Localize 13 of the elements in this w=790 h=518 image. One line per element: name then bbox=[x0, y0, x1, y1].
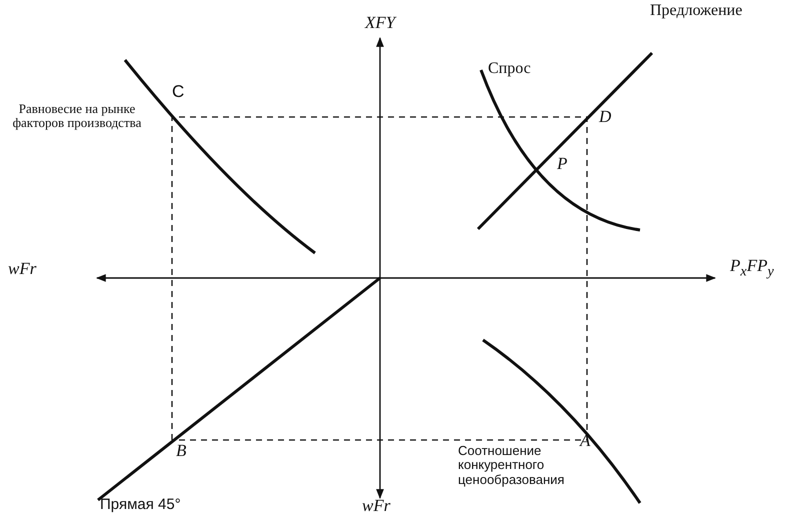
axis-label: wFr bbox=[362, 497, 390, 516]
curve-label: Соотношение конкурентного ценообразования bbox=[458, 444, 566, 487]
curve-label: Равновесие на рынке факторов производства bbox=[12, 102, 142, 131]
axis-label: wFr bbox=[8, 260, 36, 279]
point-label: C bbox=[172, 83, 184, 102]
curve-label: Прямая 45° bbox=[100, 497, 181, 514]
point-label: B bbox=[176, 442, 186, 461]
axis-label: XFY bbox=[365, 14, 396, 33]
point-label: D bbox=[599, 108, 612, 127]
curve-label: Предложение bbox=[650, 2, 742, 20]
axis-label: P$_{x}$FP$_{y}$ bbox=[730, 257, 774, 280]
curve-label: Спрос bbox=[488, 60, 531, 78]
point-label: P bbox=[557, 155, 568, 174]
